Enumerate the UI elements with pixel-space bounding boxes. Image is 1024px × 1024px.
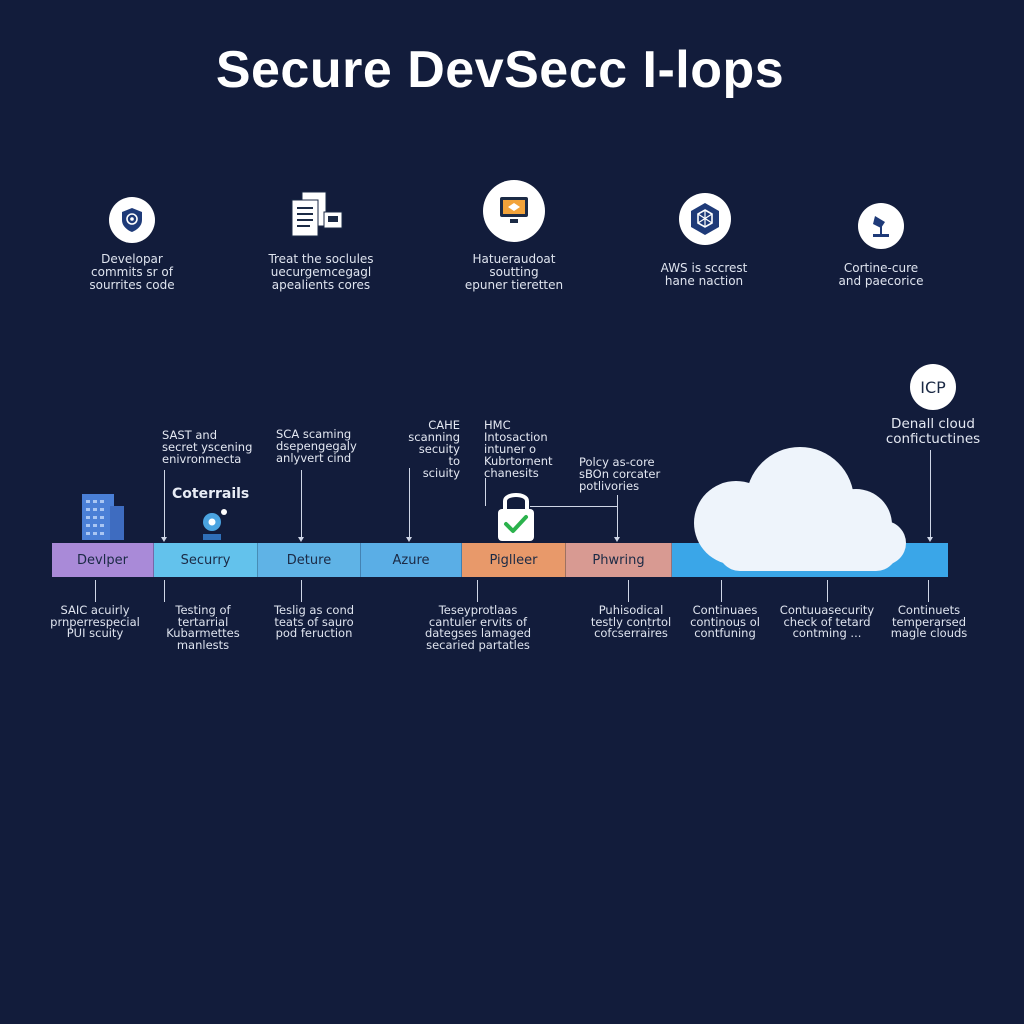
callout-hmc: HMC Intosaction intuner o Kubrtornent ch… — [484, 418, 553, 480]
stage-devlper-label: Devlper — [77, 552, 128, 568]
stage-azure-label: Azure — [392, 552, 430, 568]
step-5-icon-circle — [858, 203, 904, 249]
bottom-label-3: Teslig as cond teats of sauro pod feruct… — [273, 603, 355, 640]
callout-cahe: CAHE scanning secuity to sciuity — [408, 418, 460, 480]
step-1-icon-circle — [109, 197, 155, 243]
cloud-callout-arrow — [927, 450, 933, 542]
tick-2 — [164, 580, 165, 602]
server-icon — [80, 490, 126, 542]
documents-icon — [288, 190, 348, 240]
callout-hmc-line — [485, 478, 486, 506]
stage-piglleer: Piglleer — [462, 543, 566, 577]
bottom-label-5: Puhisodical testly contrtol cofcserraire… — [590, 603, 672, 640]
stage-securry-label: Securry — [180, 552, 231, 568]
page-title: Secure DevSecc I-lops — [215, 41, 785, 99]
gear-icon — [200, 508, 230, 542]
tick-4 — [477, 580, 478, 602]
callout-sast: SAST and secret yscening enivronmecta — [162, 428, 253, 466]
stage-securry: Securry — [154, 543, 258, 577]
shield-icon — [122, 208, 142, 232]
icp-badge: ICP — [910, 364, 956, 410]
callout-sca: SCA scaming dsepengegaly anlyvert cind — [276, 427, 357, 465]
callout-policy-arrow — [614, 495, 620, 542]
tick-5 — [628, 580, 629, 602]
stage-deture-label: Deture — [286, 552, 332, 568]
step-5-label: Cortine-cure and paecorice — [838, 261, 924, 288]
stage-devlper: Devlper — [52, 543, 154, 577]
stage-azure: Azure — [361, 543, 462, 577]
callout-policy-connector — [530, 506, 618, 507]
bottom-label-1: SAIC acuirly prnperrespecial PUI scuity — [50, 603, 140, 640]
icp-badge-text: ICP — [920, 377, 946, 397]
monitor-icon — [500, 197, 528, 223]
step-1-label: Developar commits sr of sourrites code — [89, 252, 175, 292]
callout-policy: Polcy as-core sBOn corcater potlivories — [579, 455, 661, 493]
cube-icon — [691, 203, 719, 235]
step-3-label: Hatueraudoat soutting epuner tieretten — [464, 252, 564, 292]
callout-cahe-arrow — [406, 468, 412, 542]
bottom-label-4: Teseyprotlaas cantuler ervits of dategse… — [424, 603, 532, 652]
bottom-label-6: Continuaes continous ol contfuning — [690, 603, 760, 640]
tick-3 — [301, 580, 302, 602]
step-4-icon-circle — [679, 193, 731, 245]
coterrails-label: Coterrails — [172, 486, 250, 502]
tick-1 — [95, 580, 96, 602]
cloud-icon — [688, 445, 910, 575]
callout-sca-arrow — [298, 470, 304, 542]
bottom-label-8: Continuets temperarsed magle clouds — [890, 603, 968, 640]
step-4-label: AWS is sccrest hane naction — [660, 261, 748, 288]
tick-6 — [721, 580, 722, 602]
bottom-label-7: Contuuasecurity check of tetard contming… — [779, 603, 875, 640]
stage-phwring-label: Phwring — [592, 552, 645, 568]
step-2-label: Treat the soclules uecurgemcegagl apeali… — [268, 252, 374, 292]
stage-piglleer-label: Piglleer — [489, 552, 538, 568]
stage-deture: Deture — [258, 543, 361, 577]
bottom-label-2: Testing of tertarrial Kubarmettes manles… — [166, 603, 240, 652]
tick-7 — [827, 580, 828, 602]
callout-sast-arrow — [161, 470, 167, 542]
step-3-icon-circle — [483, 180, 545, 242]
tick-8 — [928, 580, 929, 602]
cloud-callout: Denall cloud confictuctines — [885, 416, 981, 447]
padlock-icon — [494, 486, 538, 544]
stage-phwring: Phwring — [566, 543, 672, 577]
shovel-icon — [873, 216, 889, 237]
